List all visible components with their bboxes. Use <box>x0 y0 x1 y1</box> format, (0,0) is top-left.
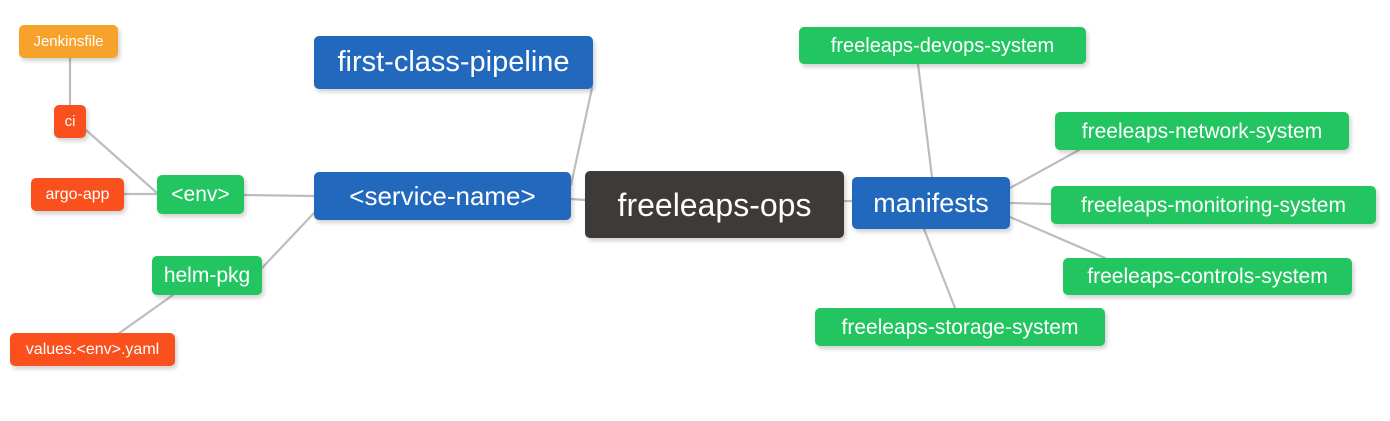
node-ci[interactable]: ci <box>54 105 86 138</box>
node-label: freeleaps-ops <box>617 186 812 223</box>
node-argo-app[interactable]: argo-app <box>31 178 124 211</box>
edge-helmpkg-values <box>116 293 175 336</box>
node-label: freeleaps-monitoring-system <box>1081 193 1346 217</box>
node-label: Jenkinsfile <box>33 33 104 50</box>
node-helm-pkg[interactable]: helm-pkg <box>152 256 262 295</box>
edge-manifests-storage <box>922 227 957 310</box>
node-jenkinsfile[interactable]: Jenkinsfile <box>19 25 118 58</box>
node-label: manifests <box>873 187 989 218</box>
node-label: helm-pkg <box>163 264 251 287</box>
node-label: freeleaps-storage-system <box>841 315 1079 339</box>
node-label: values.<env>.yaml <box>25 340 160 358</box>
node-freeleaps-monitoring-system[interactable]: freeleaps-monitoring-system <box>1051 186 1376 224</box>
node-label: <env> <box>171 183 230 206</box>
node-first-class-pipeline[interactable]: first-class-pipeline <box>314 36 593 89</box>
node-env[interactable]: <env> <box>157 175 244 214</box>
node-values-env-yaml[interactable]: values.<env>.yaml <box>10 333 175 366</box>
node-label: freeleaps-controls-system <box>1087 265 1328 288</box>
node-freeleaps-ops-root[interactable]: freeleaps-ops <box>585 171 844 238</box>
node-label: freeleaps-network-system <box>1081 119 1323 143</box>
edge-env-servicename <box>242 193 316 198</box>
node-label: argo-app <box>45 185 110 203</box>
edge-manifests-network <box>1008 148 1081 190</box>
node-freeleaps-network-system[interactable]: freeleaps-network-system <box>1055 112 1349 150</box>
node-label: ci <box>64 113 76 130</box>
node-manifests[interactable]: manifests <box>852 177 1010 229</box>
node-freeleaps-devops-system[interactable]: freeleaps-devops-system <box>799 27 1086 64</box>
node-label: freeleaps-devops-system <box>830 34 1055 57</box>
edge-manifests-monitoring <box>1008 201 1053 206</box>
edge-servicename-root <box>569 197 587 202</box>
node-label: <service-name> <box>349 181 536 211</box>
node-freeleaps-controls-system[interactable]: freeleaps-controls-system <box>1063 258 1352 295</box>
edge-servicename-helmpkg <box>260 211 316 270</box>
node-freeleaps-storage-system[interactable]: freeleaps-storage-system <box>815 308 1105 346</box>
edge-manifests-devops <box>916 62 934 179</box>
node-label: first-class-pipeline <box>337 46 570 78</box>
node-service-name[interactable]: <service-name> <box>314 172 571 220</box>
